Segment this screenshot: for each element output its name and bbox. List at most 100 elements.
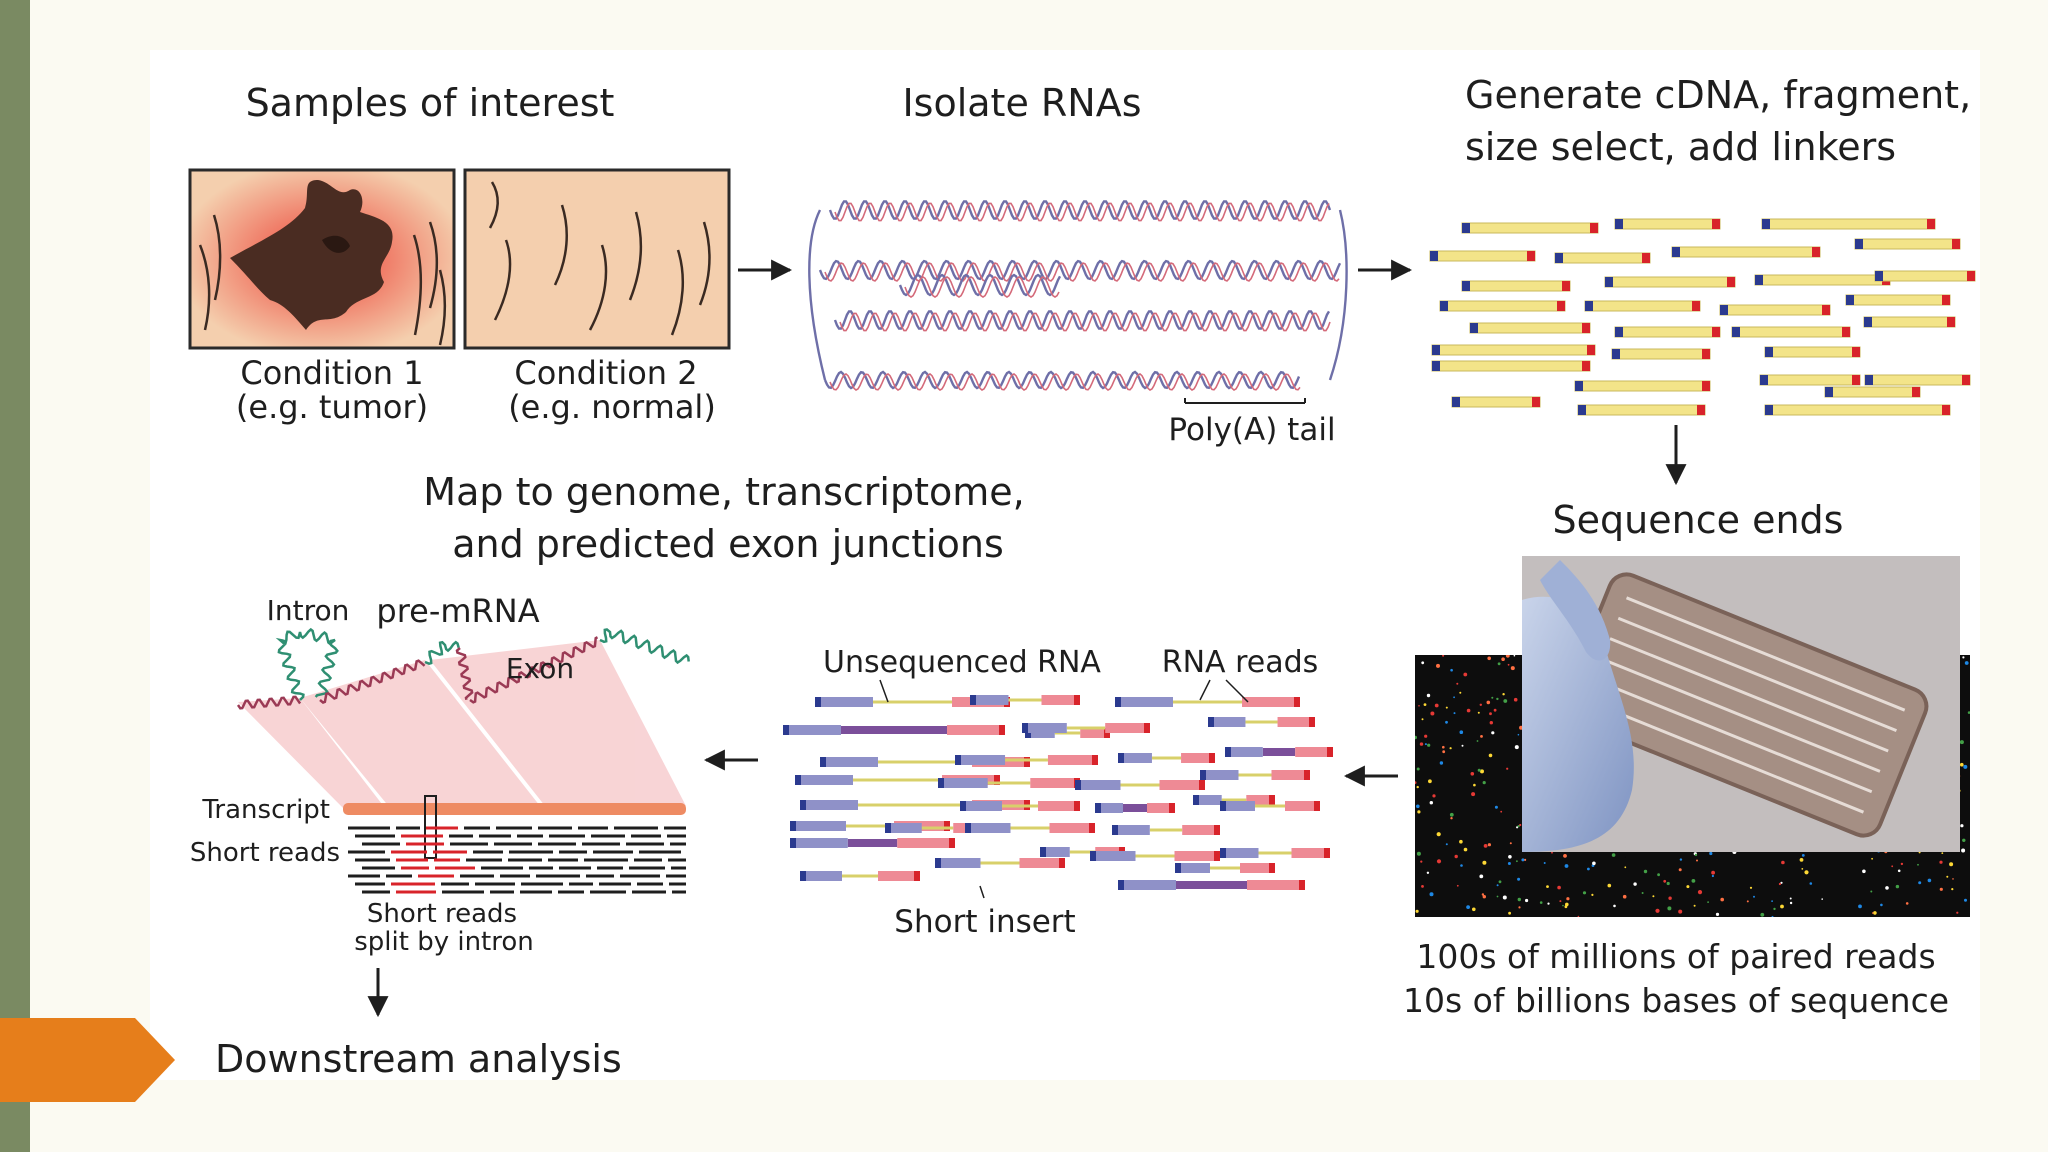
cdna-fragment <box>1574 380 1711 392</box>
short-read <box>666 874 686 878</box>
pre-mrna-segment <box>424 640 460 666</box>
cluster-dot <box>1622 894 1627 899</box>
cluster-dot <box>1506 767 1509 770</box>
cluster-dot <box>1505 655 1510 658</box>
read-linker-left <box>1200 770 1206 780</box>
cluster-dot <box>1471 792 1476 797</box>
short-read <box>355 858 390 862</box>
linker-left <box>1432 345 1440 355</box>
cdna-fragment <box>1614 326 1721 338</box>
short-read <box>396 890 436 894</box>
linker-left <box>1755 275 1763 285</box>
cluster-dot <box>1559 900 1562 903</box>
cluster-dot <box>1421 885 1424 888</box>
short-read <box>362 890 390 894</box>
cluster-dot <box>1941 852 1944 854</box>
cluster-dot <box>1502 895 1507 900</box>
cluster-dot <box>1715 912 1720 917</box>
cluster-dot <box>1546 885 1549 888</box>
read-linker-right <box>1299 880 1305 890</box>
read-linker-left <box>1118 753 1124 763</box>
cdna-fragment <box>1845 294 1951 306</box>
rna-strand <box>823 370 1301 390</box>
read-forward <box>1112 825 1150 835</box>
read-linker-right <box>949 838 955 848</box>
cluster-dot <box>1517 733 1520 736</box>
cdna-fragment <box>1764 346 1861 358</box>
linker-right <box>1852 347 1860 357</box>
stats-line2: 10s of billions bases of sequence <box>1403 981 1949 1020</box>
read-reverse <box>947 725 1005 735</box>
map-title-line1: Map to genome, transcriptome, <box>423 470 1024 514</box>
read-linker-right <box>999 725 1005 735</box>
short-read <box>348 826 390 830</box>
cdna-fragment <box>1461 222 1599 234</box>
read-forward <box>1118 753 1152 763</box>
short-read <box>401 866 429 870</box>
linker-right <box>1812 247 1820 257</box>
cluster-dot <box>1960 824 1964 828</box>
cluster-dot <box>1415 781 1417 784</box>
short-read <box>559 850 587 854</box>
read-reverse <box>1147 803 1175 813</box>
read-forward <box>1193 795 1222 805</box>
read-reverse <box>1047 755 1098 765</box>
short-read <box>529 866 553 870</box>
cdna-fragment <box>1604 276 1736 288</box>
read-reverse <box>1246 795 1275 805</box>
short-read <box>466 858 502 862</box>
cluster-dot <box>1436 663 1440 668</box>
read-linker-left <box>1075 780 1081 790</box>
slide-left-band <box>0 0 30 1152</box>
linker-left <box>1865 375 1873 385</box>
cluster-dot <box>1421 661 1425 665</box>
cluster-dot <box>1436 832 1441 837</box>
read-linker-left <box>1208 717 1214 727</box>
cluster-dot <box>1949 862 1954 867</box>
read-linker-right <box>1269 863 1275 873</box>
cluster-dot <box>1487 843 1491 847</box>
linker-right <box>1582 361 1590 371</box>
cdna-fragments <box>1429 218 1976 416</box>
read-forward <box>790 838 848 848</box>
read-reverse <box>1285 801 1320 811</box>
cluster-dot <box>1773 907 1776 911</box>
linker-left <box>1760 375 1768 385</box>
cluster-dot <box>1946 875 1949 878</box>
linker-left <box>1825 387 1833 397</box>
short-read <box>578 826 608 830</box>
cluster-dot <box>1456 682 1459 685</box>
cluster-dot <box>1956 911 1959 914</box>
cluster-dot <box>1711 874 1714 878</box>
pre-mrna-label: pre-mRNA <box>376 592 539 630</box>
cluster-dot <box>1799 858 1804 862</box>
read-forward <box>1225 747 1263 757</box>
read-forward <box>1095 803 1123 813</box>
linker-left <box>1765 347 1773 357</box>
read-reverse <box>878 871 920 881</box>
cluster-dot <box>1423 703 1427 706</box>
read-forward <box>795 775 853 785</box>
short-read <box>668 858 686 862</box>
cluster-dot <box>1501 657 1505 661</box>
short-read <box>479 834 511 838</box>
cluster-dot <box>1488 753 1493 758</box>
cluster-dot <box>1496 895 1499 898</box>
linker-right <box>1967 271 1975 281</box>
cluster-dot <box>1482 895 1487 899</box>
rna-strand <box>818 259 1342 281</box>
cluster-dot <box>1496 697 1499 701</box>
short-read <box>558 890 584 894</box>
read-forward <box>938 778 988 788</box>
cluster-dot <box>1453 712 1456 715</box>
cluster-dot <box>1959 740 1964 745</box>
cluster-dot <box>1454 854 1458 859</box>
cluster-dot <box>1493 708 1497 712</box>
cdna-fragment <box>1577 404 1706 416</box>
cluster-dot <box>1655 908 1660 913</box>
cluster-dot <box>1691 879 1696 883</box>
cluster-dot <box>1491 696 1494 699</box>
read-reverse <box>1247 880 1305 890</box>
cluster-dot <box>1496 884 1499 887</box>
cluster-dot <box>1489 721 1494 725</box>
